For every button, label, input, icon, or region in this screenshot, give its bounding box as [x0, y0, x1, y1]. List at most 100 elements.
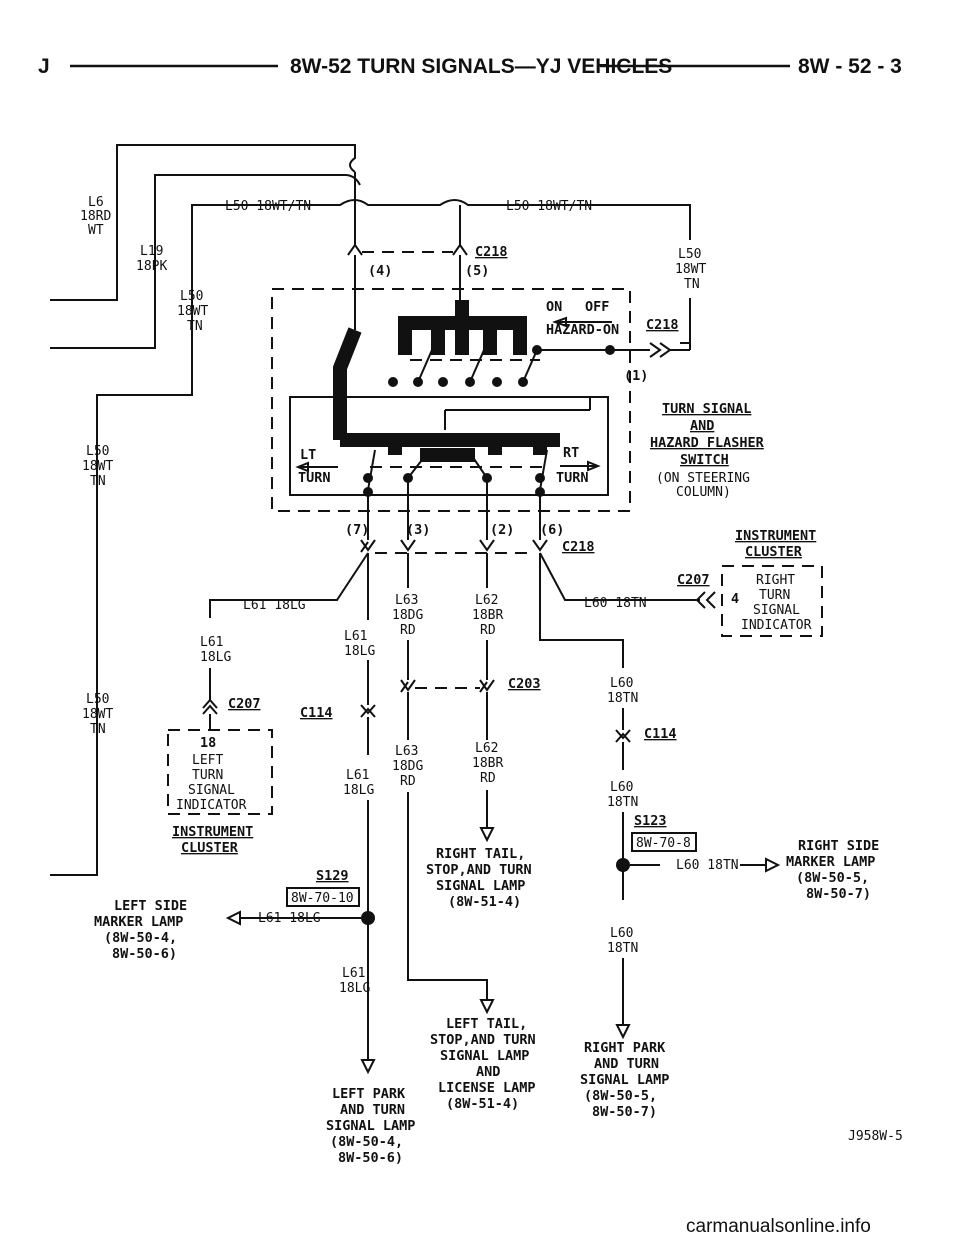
c207-right-pin: 4: [731, 591, 739, 607]
l62-bottom-3: RD: [480, 771, 496, 786]
hazard-on-label: HAZARD-ON: [546, 322, 619, 338]
svg-text:AND: AND: [476, 1064, 500, 1080]
svg-text:(8W-50-5,: (8W-50-5,: [584, 1088, 657, 1104]
s129-label: S129: [316, 868, 349, 884]
l60-splice-label: L60 18TN: [676, 858, 739, 873]
wire-l61-pin7: [209, 552, 369, 618]
svg-text:LEFT TAIL,: LEFT TAIL,: [446, 1016, 527, 1032]
svg-text:(8W-51-4): (8W-51-4): [446, 1096, 519, 1112]
l50-right-3: TN: [684, 277, 700, 292]
l19-label-1: L19: [140, 244, 163, 259]
pin-7: (7): [345, 522, 369, 538]
right-park-arrow-icon: [615, 1024, 631, 1040]
l61-left-2: 18LG: [200, 650, 231, 665]
l63-top-2: 18DG: [392, 608, 423, 623]
svg-text:STOP,AND TURN: STOP,AND TURN: [430, 1032, 536, 1048]
left-park-arrow-icon: [360, 1059, 376, 1075]
watermark: carmanualsonline.info: [686, 1216, 871, 1237]
svg-text:LEFT PARK: LEFT PARK: [332, 1086, 406, 1102]
l62-top-2: 18BR: [472, 608, 503, 623]
wire-l60-pin6: [539, 552, 700, 601]
left-indicator-2: TURN: [192, 768, 223, 783]
splice-s123: S123 8W-70-8 L60 18TN L60 18TN: [607, 813, 781, 1040]
svg-text:RIGHT TAIL,: RIGHT TAIL,: [436, 846, 525, 862]
left-wire-labels: L6 18RD WT L19 18PK L50 18WT TN L50 18WT…: [80, 195, 706, 737]
l60-a-1: L60: [610, 676, 633, 691]
l50-left-low-1: L50: [86, 692, 109, 707]
figure-id: J958W-5: [848, 1129, 903, 1144]
l50-left-mid-2: 18WT: [82, 459, 113, 474]
wire-l6: [50, 144, 356, 301]
l50-inner-1: L50: [180, 289, 203, 304]
svg-text:(8W-50-4,: (8W-50-4,: [104, 930, 177, 946]
pin-5: (5): [465, 263, 489, 279]
c207-right-label: C207: [677, 572, 710, 588]
l60-c-2: 18TN: [607, 941, 638, 956]
cluster-left-title-1: INSTRUMENT: [172, 824, 253, 840]
l50-top-left-label: L50 18WT/TN: [225, 199, 311, 214]
switch-name-block: TURN SIGNAL AND HAZARD FLASHER SWITCH (O…: [650, 401, 765, 500]
switch-off-label: OFF: [585, 299, 609, 315]
l63-bottom-1: L63: [395, 744, 418, 759]
svg-text:SIGNAL LAMP: SIGNAL LAMP: [580, 1072, 669, 1088]
l50-left-low-2: 18WT: [82, 707, 113, 722]
l50-inner-3: TN: [187, 319, 203, 334]
l60-b-2: 18TN: [607, 795, 638, 810]
rt-arrow-icon: [560, 460, 601, 472]
right-indicator-2: TURN: [759, 588, 790, 603]
header-title: 8W-52 TURN SIGNALS—YJ VEHICLES: [290, 55, 672, 78]
svg-text:AND TURN: AND TURN: [340, 1102, 405, 1118]
l6-label-3: WT: [88, 223, 104, 238]
s123-ref-box: [631, 832, 697, 852]
right-side-marker-arrow-icon: [740, 857, 781, 873]
dest-left-side-marker: LEFT SIDE MARKER LAMP (8W-50-4, 8W-50-6): [94, 898, 187, 962]
switch-name-3: HAZARD FLASHER: [650, 435, 765, 451]
svg-text:STOP,AND TURN: STOP,AND TURN: [426, 862, 532, 878]
wire-l63-to-left-tail: [407, 792, 488, 1000]
pin-3: (3): [406, 522, 430, 538]
right-indicator-box: [721, 565, 823, 637]
l61-mid-2: 18LG: [344, 644, 375, 659]
svg-text:8W-50-6): 8W-50-6): [112, 946, 177, 962]
l61-lower-2: 18LG: [343, 783, 374, 798]
left-tail-arrow-icon: [479, 999, 495, 1015]
svg-text:8W-50-7): 8W-50-7): [806, 886, 871, 902]
connector-c114-left: C114: [300, 704, 376, 755]
lt-label: LT: [300, 447, 316, 463]
cluster-left-title-2: CLUSTER: [181, 840, 239, 856]
l61-top-label: L61 18LG: [243, 598, 306, 613]
l50-right-2: 18WT: [675, 262, 706, 277]
l50-left-mid-3: TN: [90, 474, 106, 489]
l61-bottom-2: 18LG: [339, 981, 370, 996]
l63-bottom-2: 18DG: [392, 759, 423, 774]
svg-text:RIGHT PARK: RIGHT PARK: [584, 1040, 666, 1056]
right-indicator-4: INDICATOR: [741, 618, 812, 633]
l50-right-1: L50: [678, 247, 701, 262]
svg-text:(8W-50-5,: (8W-50-5,: [796, 870, 869, 886]
svg-text:8W-50-7): 8W-50-7): [592, 1104, 657, 1120]
l62-top-3: RD: [480, 623, 496, 638]
l61-bottom-1: L61: [342, 966, 365, 981]
turn-switch-box: [289, 396, 609, 496]
svg-text:(8W-50-4,: (8W-50-4,: [330, 1134, 403, 1150]
right-tail-arrow-icon: [479, 827, 495, 843]
s129-ref-box: [286, 887, 360, 907]
svg-text:SIGNAL LAMP: SIGNAL LAMP: [436, 878, 525, 894]
wire-l50-right-drop: [680, 298, 691, 344]
c218-top-label: C218: [475, 244, 508, 260]
switch-name-4: SWITCH: [680, 452, 729, 468]
pin-1: (1): [624, 368, 648, 384]
l62-bottom-2: 18BR: [472, 756, 503, 771]
switch-housing: [271, 288, 631, 512]
l63-top-3: RD: [400, 623, 416, 638]
s123-ref: 8W-70-8: [636, 836, 691, 851]
c114-left-label: C114: [300, 705, 333, 721]
l6-label-2: 18RD: [80, 209, 111, 224]
left-side-marker-arrow-icon: [225, 910, 250, 926]
instrument-cluster-left: 18 LEFT TURN SIGNAL INDICATOR INSTRUMENT…: [167, 729, 273, 856]
connector-c114-right: C114 L60 18TN: [607, 726, 677, 900]
header-page-number: 8W - 52 - 3: [798, 55, 902, 78]
svg-text:SIGNAL LAMP: SIGNAL LAMP: [326, 1118, 415, 1134]
c218-hazard-label: C218: [646, 317, 679, 333]
pin-4: (4): [368, 263, 392, 279]
